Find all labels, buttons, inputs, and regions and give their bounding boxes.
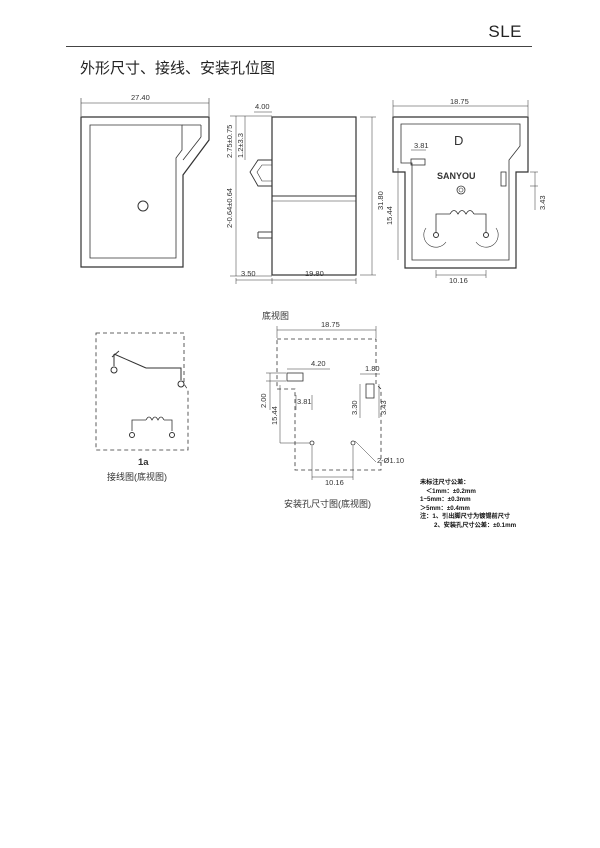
mount-view-label: 底视图 [262,310,289,321]
wiring-label: 1a [138,457,149,468]
side-bottom-dim-1: 3.50 [241,269,256,278]
tolerance-notes: 未标注尺寸公差： ＜1mm：±0.2mm 1~5mm：±0.3mm ＞5mm：±… [420,479,516,531]
outline-width-dim: 27.40 [131,93,150,102]
mount-dim-8: 10.16 [325,478,344,487]
top-brand: SANYOU [437,171,476,181]
mount-dim-6: 3.30 [350,400,359,415]
side-height-dim: 31.80 [376,191,385,210]
notes-note-1: 注：1、引出脚尺寸为镀锡前尺寸 [420,513,511,521]
notes-line-3: ＞5mm：±0.4mm [420,504,470,512]
side-dim-top-2: 2.75±0.75 [225,125,234,158]
top-right-dim: 3.43 [538,195,547,210]
mount-caption: 安装孔尺寸图(底视图) [284,498,371,509]
side-bottom-dim-2: 19.80 [305,269,324,278]
mount-dim-2: 1.80 [365,364,380,373]
wiring-caption: 接线图(底视图) [107,471,167,482]
section-title: 外形尺寸、接线、安装孔位图 [80,60,276,77]
mount-view [266,326,382,480]
top-pin-dim: 15.44 [385,206,394,225]
side-pin-dim: 2-0.64±0.64 [225,188,234,228]
outline-view [80,98,210,268]
mount-dim-4: 3.81 [297,397,312,406]
top-view [392,100,538,278]
side-dim-top-1: 4.00 [255,102,270,111]
top-width-dim: 18.75 [450,97,469,106]
notes-title: 未标注尺寸公差： [420,479,470,486]
notes-line-1: ＜1mm：±0.2mm [426,487,476,495]
top-brand-letter: D [454,133,463,148]
mount-hole-label: 2-Ø1.10 [377,456,404,465]
top-hole-dim: 3.81 [414,141,429,150]
top-bottom-dim: 10.16 [449,276,468,285]
mount-dim-1: 4.20 [311,359,326,368]
mount-dim-7: 3.43 [379,400,388,415]
wiring-view [95,332,189,451]
notes-note-2: 2、安装孔尺寸公差：±0.1mm [434,521,517,529]
notes-line-2: 1~5mm：±0.3mm [420,496,471,504]
mount-dim-5: 15.44 [270,406,279,425]
page-header-title: SLE [488,22,522,41]
side-dim-top-3: 1.2±3.3 [236,133,245,158]
side-view [230,111,376,284]
mount-dim-3: 2.00 [259,393,268,408]
header-rule [66,46,532,47]
mount-width-dim: 18.75 [321,320,340,329]
